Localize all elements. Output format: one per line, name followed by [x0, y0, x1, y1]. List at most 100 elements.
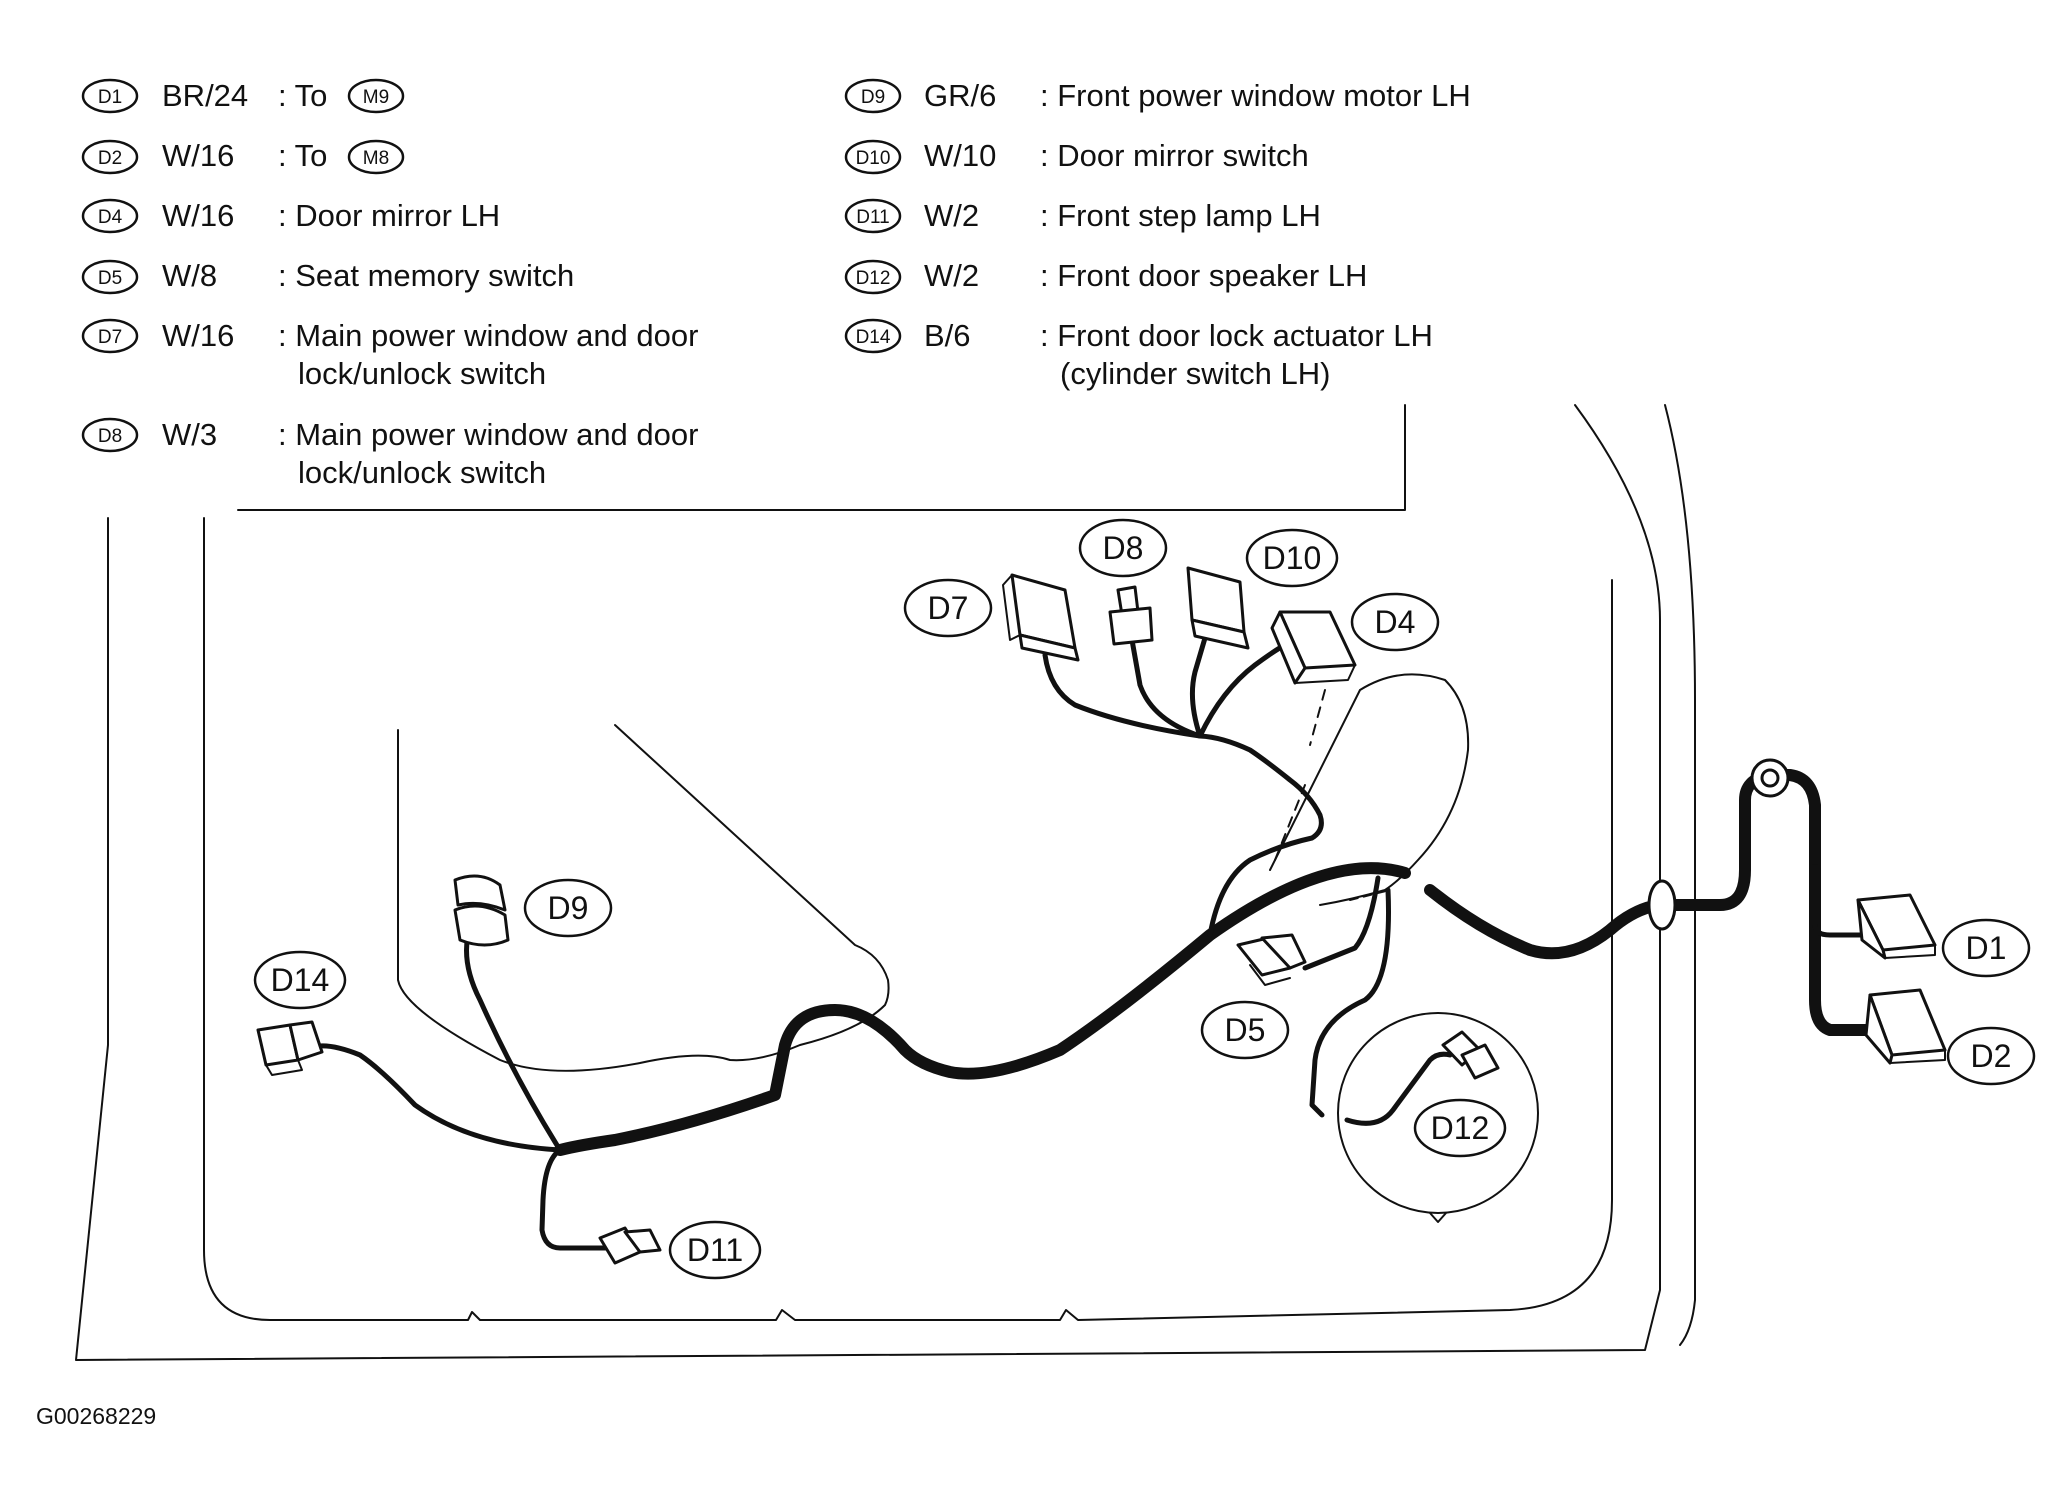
connector-d7 — [1002, 573, 1080, 662]
connector-d8 — [1108, 585, 1154, 646]
branch-d11 — [539, 1147, 611, 1251]
legend-id: D4 — [98, 207, 123, 228]
legend-badge — [844, 259, 902, 295]
legend-row-d1: D1 BR/24 : To M9 — [81, 78, 405, 114]
legend-desc: : Door mirror switch — [1040, 138, 1309, 173]
legend-desc-cont: (cylinder switch LH) — [1060, 356, 1330, 391]
main-trunk — [554, 862, 1411, 1156]
callout-d10: D10 — [1245, 528, 1339, 588]
legend-row-d8: D8 W/3 : Main power window and door lock… — [81, 417, 698, 490]
legend-code: W/16 — [162, 198, 234, 233]
callout-d4: D4 — [1350, 592, 1440, 652]
legend-code: W/8 — [162, 258, 217, 293]
branch-upper — [1197, 733, 1324, 938]
legend-badge — [844, 198, 902, 234]
legend-code: W/10 — [924, 138, 996, 173]
legend-badge — [844, 318, 902, 354]
legend-badge — [81, 78, 139, 114]
legend-id: D1 — [98, 87, 122, 108]
speaker-outline — [1337, 1012, 1539, 1214]
connector-d2 — [1864, 988, 1947, 1065]
legend-code: W/16 — [162, 318, 234, 353]
connector-d14 — [256, 1020, 324, 1076]
legend-desc-cont: lock/unlock switch — [298, 356, 546, 391]
legend-id: D11 — [856, 207, 889, 228]
legend-desc: : To — [278, 138, 327, 173]
svg-text:D4: D4 — [1375, 604, 1416, 640]
branch-d14 — [317, 1043, 563, 1153]
connector-d12 — [1441, 1030, 1500, 1080]
trunk-right — [1424, 769, 1821, 960]
legend-desc: : Main power window and door — [278, 318, 698, 353]
connector-d4 — [1270, 610, 1357, 685]
callout-d2: D2 — [1946, 1026, 2036, 1086]
svg-text:D7: D7 — [928, 590, 969, 626]
legend-id: D5 — [98, 268, 122, 289]
legend-row-d4: D4 W/16 : Door mirror LH — [81, 198, 500, 234]
legend-badge — [81, 259, 139, 295]
legend-row-d5: D5 W/8 : Seat memory switch — [81, 258, 574, 295]
legend-id: D14 — [856, 327, 891, 348]
legend-row-d9: D9 GR/6 : Front power window motor LH — [844, 78, 1471, 114]
connector-d10 — [1186, 566, 1250, 650]
callout-d5: D5 — [1200, 1000, 1290, 1060]
grommet-lower — [1647, 879, 1677, 931]
callout-d9: D9 — [523, 878, 613, 938]
legend-ref: M9 — [363, 87, 389, 108]
svg-text:D8: D8 — [1103, 530, 1144, 566]
callouts: D7 D8 D10 D4 D9 D14 D5 D12 — [253, 518, 2036, 1280]
callout-d11: D11 — [668, 1220, 762, 1280]
legend-badge — [81, 139, 139, 175]
legend-row-d7: D7 W/16 : Main power window and door loc… — [81, 318, 698, 391]
legend-code: W/2 — [924, 258, 979, 293]
svg-text:D12: D12 — [1431, 1110, 1490, 1146]
legend-desc: : Front door speaker LH — [1040, 258, 1367, 293]
legend-id: D8 — [98, 426, 122, 447]
connector-d11 — [598, 1226, 662, 1265]
branch-d4 — [1197, 639, 1293, 739]
legend-badge — [81, 318, 139, 354]
branch-d8 — [1129, 637, 1203, 739]
branch-d10 — [1189, 635, 1208, 739]
legend-desc: : Door mirror LH — [278, 198, 500, 233]
figure-id: G00268229 — [36, 1403, 156, 1429]
legend-id: D2 — [98, 148, 122, 169]
callout-d8: D8 — [1078, 518, 1168, 578]
callout-d12: D12 — [1413, 1098, 1507, 1158]
legend-desc: : Seat memory switch — [278, 258, 574, 293]
legend-code: W/16 — [162, 138, 234, 173]
branch-d12a — [1309, 887, 1391, 1118]
legend-code: W/3 — [162, 417, 217, 452]
svg-text:D9: D9 — [548, 890, 589, 926]
legend-row-d10: D10 W/10 : Door mirror switch — [844, 138, 1309, 175]
callout-d14: D14 — [253, 950, 347, 1010]
legend-code: GR/6 — [924, 78, 996, 113]
connectors — [256, 566, 1947, 1265]
legend-code: W/2 — [924, 198, 979, 233]
callout-d7: D7 — [903, 578, 993, 638]
harness — [317, 635, 1876, 1251]
connector-d9 — [453, 874, 510, 947]
legend-id: D7 — [98, 327, 122, 348]
branch-d7 — [1042, 652, 1203, 739]
branch-d9 — [464, 932, 563, 1153]
svg-text:D5: D5 — [1225, 1012, 1266, 1048]
door-outline — [75, 404, 1696, 1361]
legend-code: BR/24 — [162, 78, 248, 113]
svg-text:D11: D11 — [687, 1232, 743, 1268]
legend-desc: : Main power window and door — [278, 417, 698, 452]
svg-text:D1: D1 — [1966, 930, 2007, 966]
legend: D1 BR/24 : To M9 D2 W/16 : To M8 D4 W/16… — [81, 78, 1471, 511]
legend-ref-badge — [347, 139, 405, 175]
legend-desc: : To — [278, 78, 327, 113]
legend-code: B/6 — [924, 318, 971, 353]
legend-id: D12 — [856, 268, 891, 289]
grommet-upper — [1750, 758, 1790, 798]
legend-id: D10 — [856, 148, 891, 169]
callout-d1: D1 — [1941, 918, 2031, 978]
svg-text:D14: D14 — [271, 962, 330, 998]
legend-ref: M8 — [363, 148, 389, 169]
legend-id: D9 — [861, 87, 885, 108]
branch-d2 — [1809, 864, 1876, 1036]
